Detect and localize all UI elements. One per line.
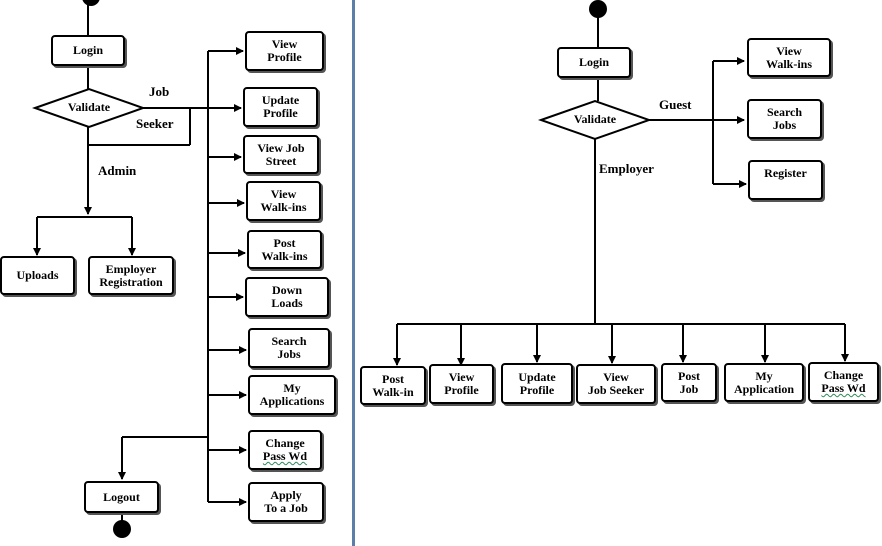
view-job-street-line2: Street bbox=[265, 153, 297, 168]
guest-search-jobs-line1: Search bbox=[766, 105, 803, 119]
employer-change-password-line1: Change bbox=[823, 368, 864, 382]
view-profile-line1: View bbox=[271, 37, 298, 51]
view-job-street-line1: View Job bbox=[257, 140, 305, 155]
end-node bbox=[113, 520, 131, 538]
update-profile-line2: Profile bbox=[263, 106, 298, 120]
search-jobs-line1: Search bbox=[271, 334, 307, 348]
employer-change-password-line2: Pass Wd bbox=[821, 381, 866, 395]
post-walkin-line2: Walk-in bbox=[372, 384, 414, 399]
employer-view-profile-line1: View bbox=[448, 370, 475, 384]
employer-update-profile-line2: Profile bbox=[519, 382, 555, 397]
view-walkins-line1: View bbox=[270, 187, 297, 201]
post-walkins-line2: Walk-ins bbox=[261, 248, 308, 263]
search-jobs-line2: Jobs bbox=[277, 347, 301, 361]
update-profile-line1: Update bbox=[261, 93, 300, 107]
apply-job-line1: Apply bbox=[270, 488, 302, 502]
register-box: Register bbox=[748, 160, 823, 200]
employer-label: Employer bbox=[599, 161, 654, 176]
employer-registration-line1: Employer bbox=[105, 261, 157, 276]
downloads-line2: Loads bbox=[271, 296, 303, 310]
view-profile-line2: Profile bbox=[267, 50, 302, 64]
guest-label: Guest bbox=[659, 97, 692, 112]
guest-view-walkins-line2: Walk-ins bbox=[765, 56, 813, 71]
change-password-line1: Change bbox=[265, 436, 305, 450]
uploads-label: Uploads bbox=[16, 268, 59, 282]
view-job-seeker-line1: View bbox=[603, 370, 629, 384]
employer-registration-line2: Registration bbox=[99, 274, 163, 289]
view-walkins-line2: Walk-ins bbox=[260, 200, 307, 214]
post-job-line1: Post bbox=[678, 368, 700, 383]
logout-label: Logout bbox=[103, 489, 140, 504]
seeker-label: Seeker bbox=[136, 116, 174, 131]
admin-label: Admin bbox=[98, 163, 137, 178]
login-label: Login bbox=[72, 43, 103, 57]
logout-box: Logout bbox=[84, 481, 159, 513]
employer-registration-box: Employer Registration bbox=[88, 256, 174, 295]
downloads-line1: Down bbox=[271, 283, 302, 297]
validate-label: Validate bbox=[67, 100, 111, 114]
view-job-seeker-line2: Job Seeker bbox=[587, 383, 645, 397]
login-box-right: Login bbox=[557, 47, 631, 78]
post-walkin-line1: Post bbox=[382, 371, 404, 386]
login-label-right: Login bbox=[578, 55, 609, 69]
validate-label-right: Validate bbox=[573, 112, 617, 126]
register-label: Register bbox=[764, 166, 807, 180]
post-job-line2: Job bbox=[679, 381, 699, 396]
job-label: Job bbox=[149, 84, 170, 99]
guest-search-jobs-line2: Jobs bbox=[772, 118, 797, 132]
my-application-line1: My bbox=[755, 368, 773, 383]
employer-view-profile-line2: Profile bbox=[444, 383, 479, 397]
uploads-box: Uploads bbox=[0, 256, 75, 295]
change-password-line2: Pass Wd bbox=[262, 449, 308, 463]
panel-divider bbox=[352, 0, 355, 546]
my-applications-line1: My bbox=[283, 381, 301, 395]
my-applications-line2: Applications bbox=[259, 394, 325, 408]
employer-update-profile-line1: Update bbox=[518, 369, 556, 384]
post-walkins-line1: Post bbox=[273, 235, 296, 250]
my-application-line2: Application bbox=[733, 381, 794, 396]
login-box: Login bbox=[51, 35, 125, 66]
start-node bbox=[82, 0, 100, 6]
apply-job-line2: To a Job bbox=[264, 501, 308, 515]
start-node-right bbox=[589, 0, 607, 18]
guest-view-walkins-line1: View bbox=[776, 43, 802, 58]
